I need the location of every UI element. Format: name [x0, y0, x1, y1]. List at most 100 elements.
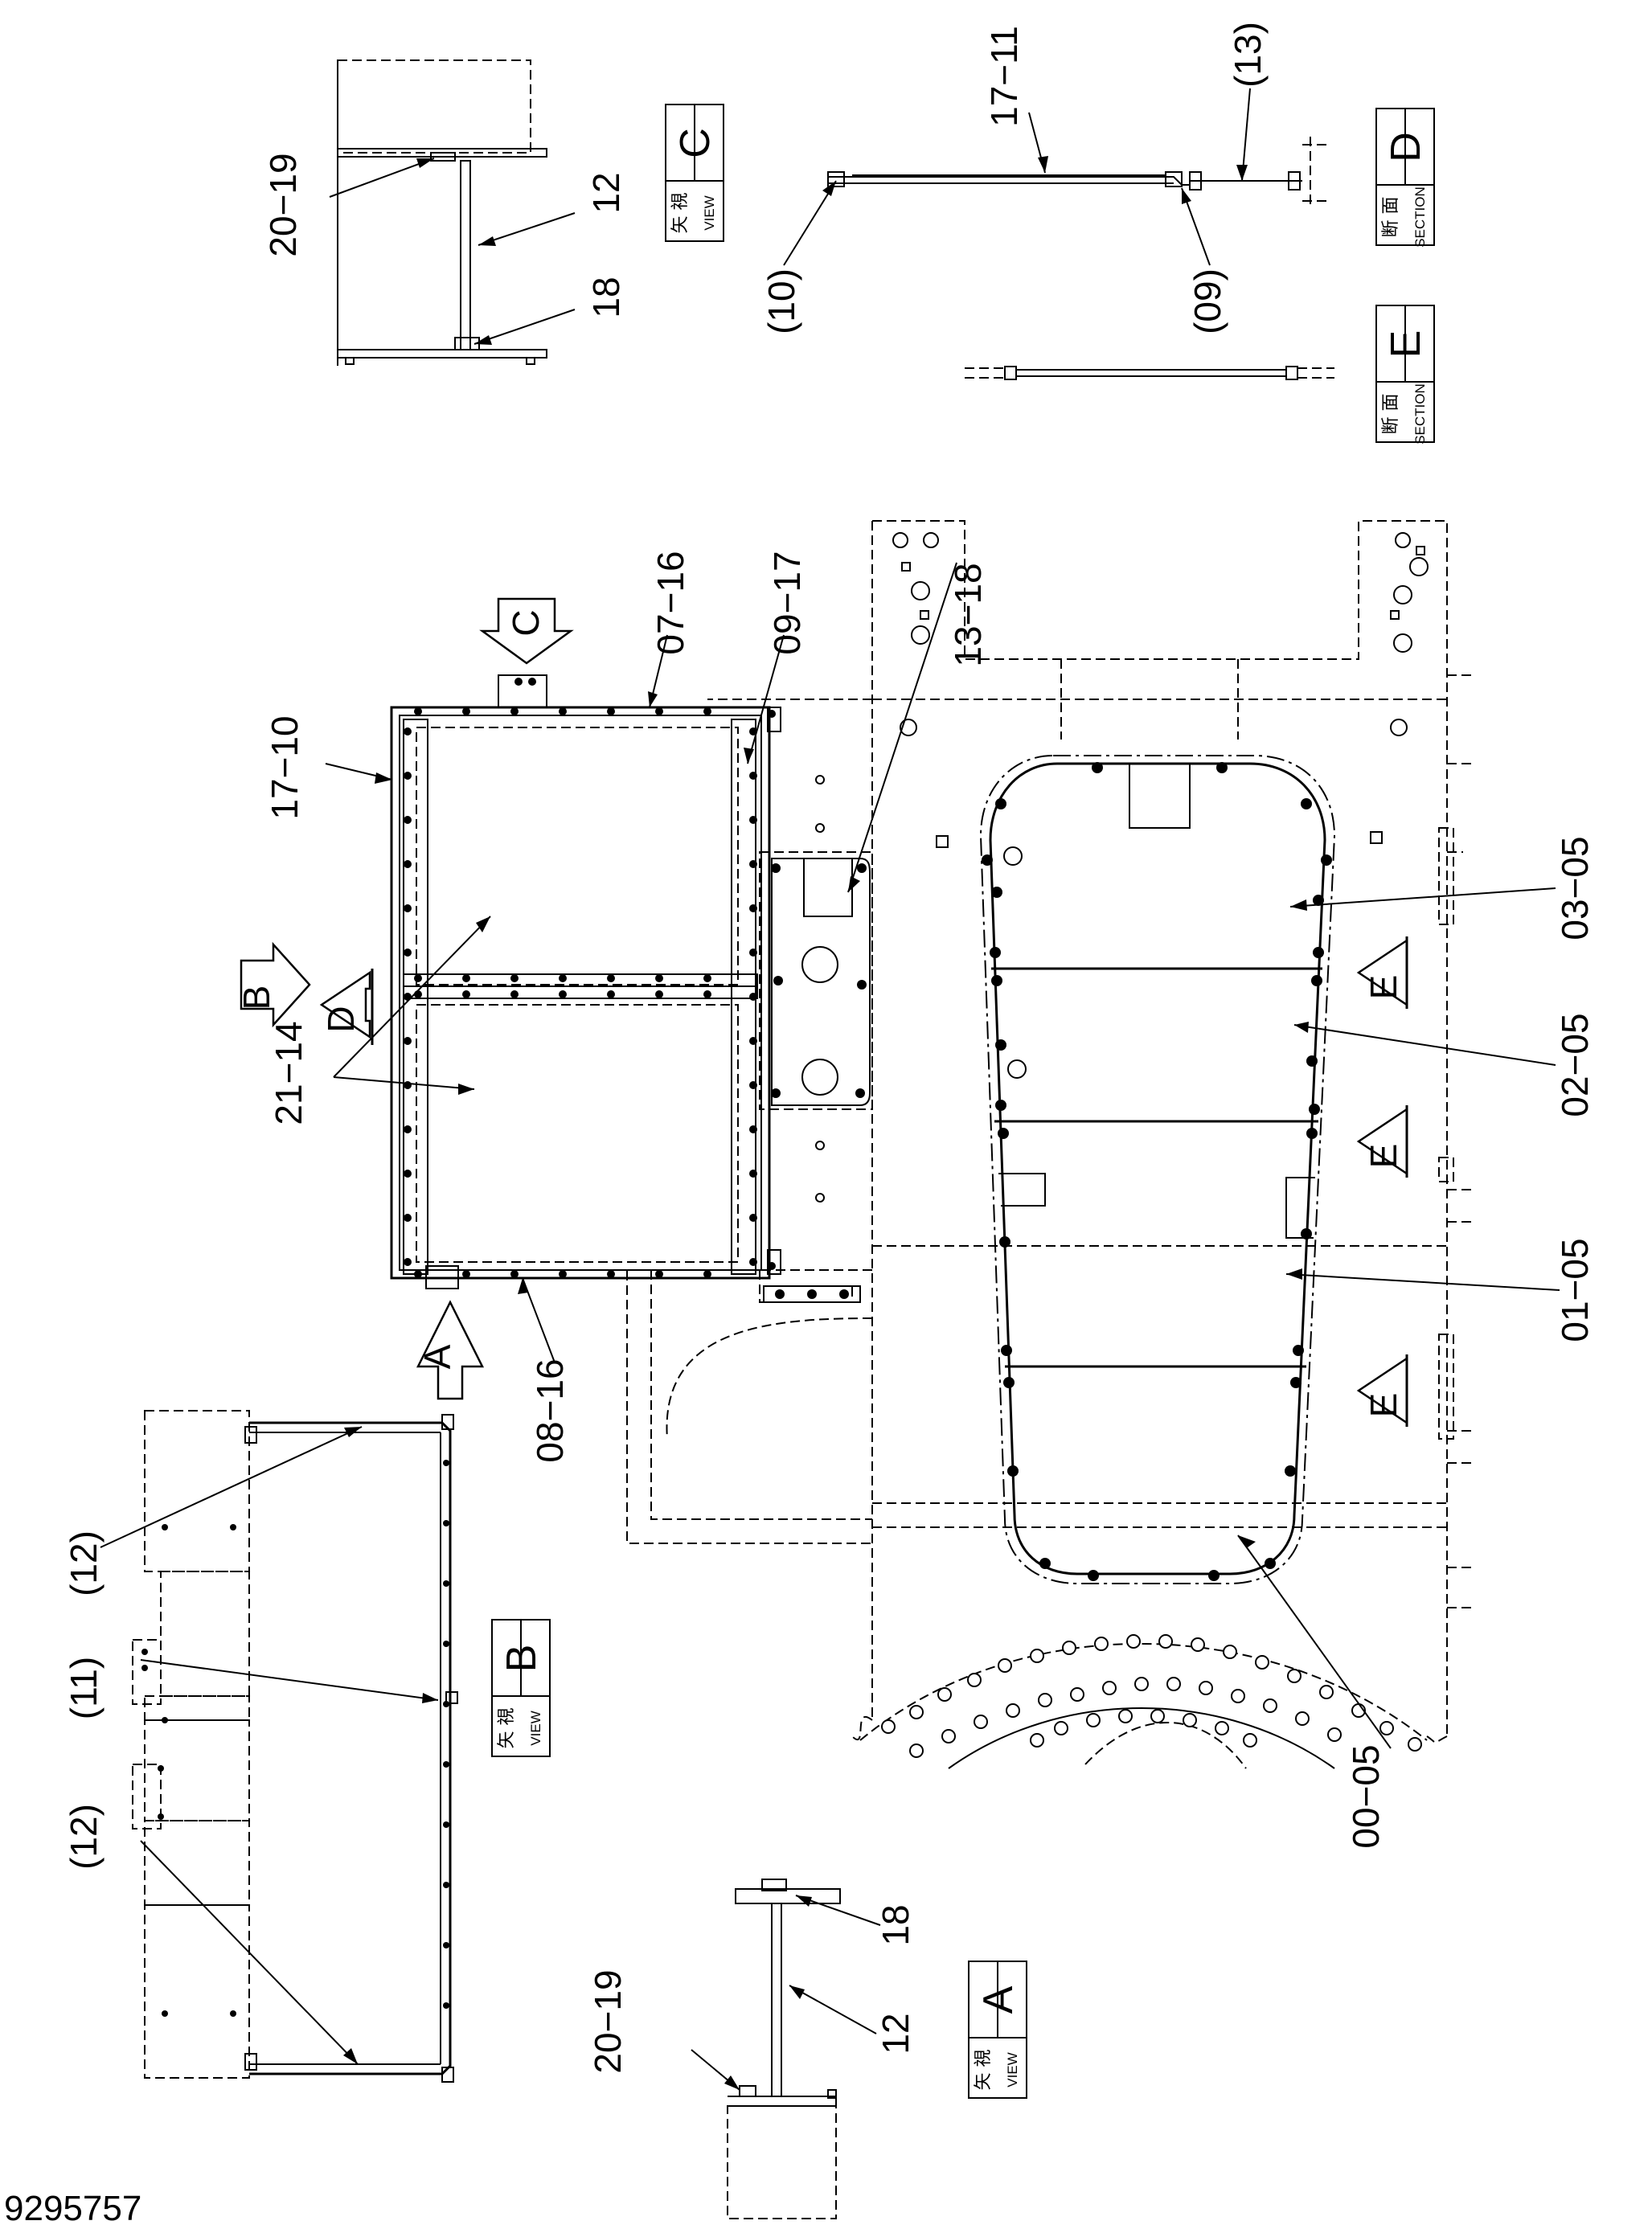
hole-mark: [1255, 1655, 1269, 1670]
view-arrow-a-letter: A: [416, 1344, 458, 1369]
bolt-mark: [857, 980, 867, 990]
bolt-mark: [607, 990, 615, 998]
cover-bolts: [982, 762, 1332, 1581]
callout-17-10: 17−10: [264, 715, 305, 819]
view-arrow-b: B: [236, 941, 311, 1028]
section-arrow-d: D: [319, 969, 374, 1045]
callout-20-19-view-a: 20−19: [587, 1969, 629, 2073]
bolt-mark: [749, 993, 757, 1001]
callout-12-ref-top: (12): [63, 1530, 105, 1596]
hole-mark: [1223, 1645, 1237, 1659]
bolt-mark: [404, 1125, 412, 1133]
bolt-mark: [703, 707, 711, 715]
side-cover-13: [759, 851, 873, 1303]
bolt-mark: [1003, 1377, 1015, 1388]
section-label-d: 断 面 SECTION D: [1375, 108, 1435, 248]
view-c-drawing: [329, 59, 576, 366]
bolt-mark: [404, 1037, 412, 1045]
callout-17-11: 17−11: [983, 26, 1025, 127]
bolt-mark: [514, 678, 523, 686]
svg-text:B: B: [498, 1645, 545, 1673]
bolt-mark: [462, 707, 470, 715]
callout-01-05: 01−05: [1554, 1238, 1596, 1342]
swing-ring: [859, 1634, 1428, 1769]
hole-mark: [1231, 1689, 1245, 1703]
hole-mark: [1158, 1634, 1173, 1649]
bolt-mark: [990, 947, 1001, 958]
bolt-mark: [510, 707, 519, 715]
hole-mark: [1263, 1698, 1277, 1713]
frame-outline: [626, 520, 1471, 1743]
hole-mark: [967, 1673, 982, 1687]
bottom-covers: [979, 755, 1336, 1584]
hole-mark: [1183, 1713, 1197, 1727]
hole-mark: [909, 1705, 924, 1719]
hole-mark: [1408, 1737, 1422, 1752]
view-label-a: 矢 視 VIEW A: [968, 1961, 1027, 2099]
bolt-mark: [749, 1037, 757, 1045]
section-arrow-e3: E: [1356, 1354, 1408, 1427]
bolt-mark: [995, 798, 1006, 809]
bolt-mark: [768, 1262, 776, 1270]
bolt-mark: [1301, 1228, 1312, 1239]
hole-mark: [1102, 1681, 1117, 1695]
bolt-mark: [1290, 1377, 1302, 1388]
bolt-mark: [807, 1289, 817, 1299]
section-arrow-d-letter: D: [320, 1006, 362, 1032]
section-arrow-e1-letter: E: [1363, 975, 1404, 1000]
bolt-mark: [749, 1170, 757, 1178]
bolt-mark: [443, 1761, 449, 1768]
hole-mark: [1199, 1681, 1213, 1695]
bolt-mark: [1293, 1345, 1304, 1356]
svg-text:断 面: 断 面: [1381, 394, 1401, 435]
bolt-mark: [414, 1270, 422, 1278]
frame-bolts: [404, 678, 776, 1278]
hole-mark: [1126, 1634, 1141, 1649]
hole-mark: [1327, 1727, 1342, 1742]
callout-12-view-c: 12: [585, 172, 627, 213]
hole-mark: [1166, 1677, 1181, 1691]
hole-mark: [1243, 1733, 1257, 1748]
bolt-mark: [528, 678, 536, 686]
bolt-mark: [404, 1258, 412, 1266]
bolt-mark: [749, 860, 757, 868]
bolt-mark: [749, 772, 757, 780]
hole-mark: [881, 1719, 896, 1734]
callout-08-16: 08−16: [529, 1358, 571, 1462]
bolt-mark: [655, 990, 663, 998]
view-a-drawing: [691, 1879, 881, 2219]
bolt-mark: [559, 990, 567, 998]
hole-mark: [1319, 1685, 1334, 1699]
svg-text:矢 視: 矢 視: [670, 193, 691, 234]
bolt-mark: [982, 854, 993, 866]
view-label-c: 矢 視 VIEW C: [665, 104, 724, 242]
svg-text:SECTION: SECTION: [1412, 186, 1428, 248]
bolt-mark: [414, 974, 422, 982]
hole-mark: [1054, 1721, 1068, 1735]
bolt-mark: [607, 974, 615, 982]
bolt-mark: [749, 727, 757, 735]
callout-20-19-view-c: 20−19: [262, 153, 304, 256]
callout-labels: 03−05 02−05 01−05 00−05 17−10 07−16 09−1…: [63, 22, 1596, 2074]
svg-text:A: A: [975, 1985, 1022, 2014]
bolt-mark: [703, 974, 711, 982]
bolt-mark: [749, 1258, 757, 1266]
hole-mark: [1030, 1649, 1044, 1663]
hole-mark: [1295, 1711, 1310, 1726]
bolt-mark: [1285, 1465, 1296, 1477]
hole-mark: [1150, 1709, 1165, 1723]
hole-mark: [1070, 1687, 1084, 1702]
bolt-mark: [1007, 1465, 1019, 1477]
hole-mark: [974, 1715, 988, 1729]
bolt-mark: [443, 1942, 449, 1948]
bolt-mark: [230, 1524, 236, 1530]
callout-12-ref-bottom: (12): [63, 1804, 105, 1870]
bolt-mark: [775, 1289, 785, 1299]
bolt-mark: [1313, 947, 1324, 958]
bolt-mark: [230, 2010, 236, 2017]
bolt-mark: [462, 990, 470, 998]
callout-12-view-a: 12: [875, 2013, 916, 2054]
bolt-mark: [655, 974, 663, 982]
bolt-mark: [1092, 762, 1103, 773]
bolt-mark: [655, 1270, 663, 1278]
